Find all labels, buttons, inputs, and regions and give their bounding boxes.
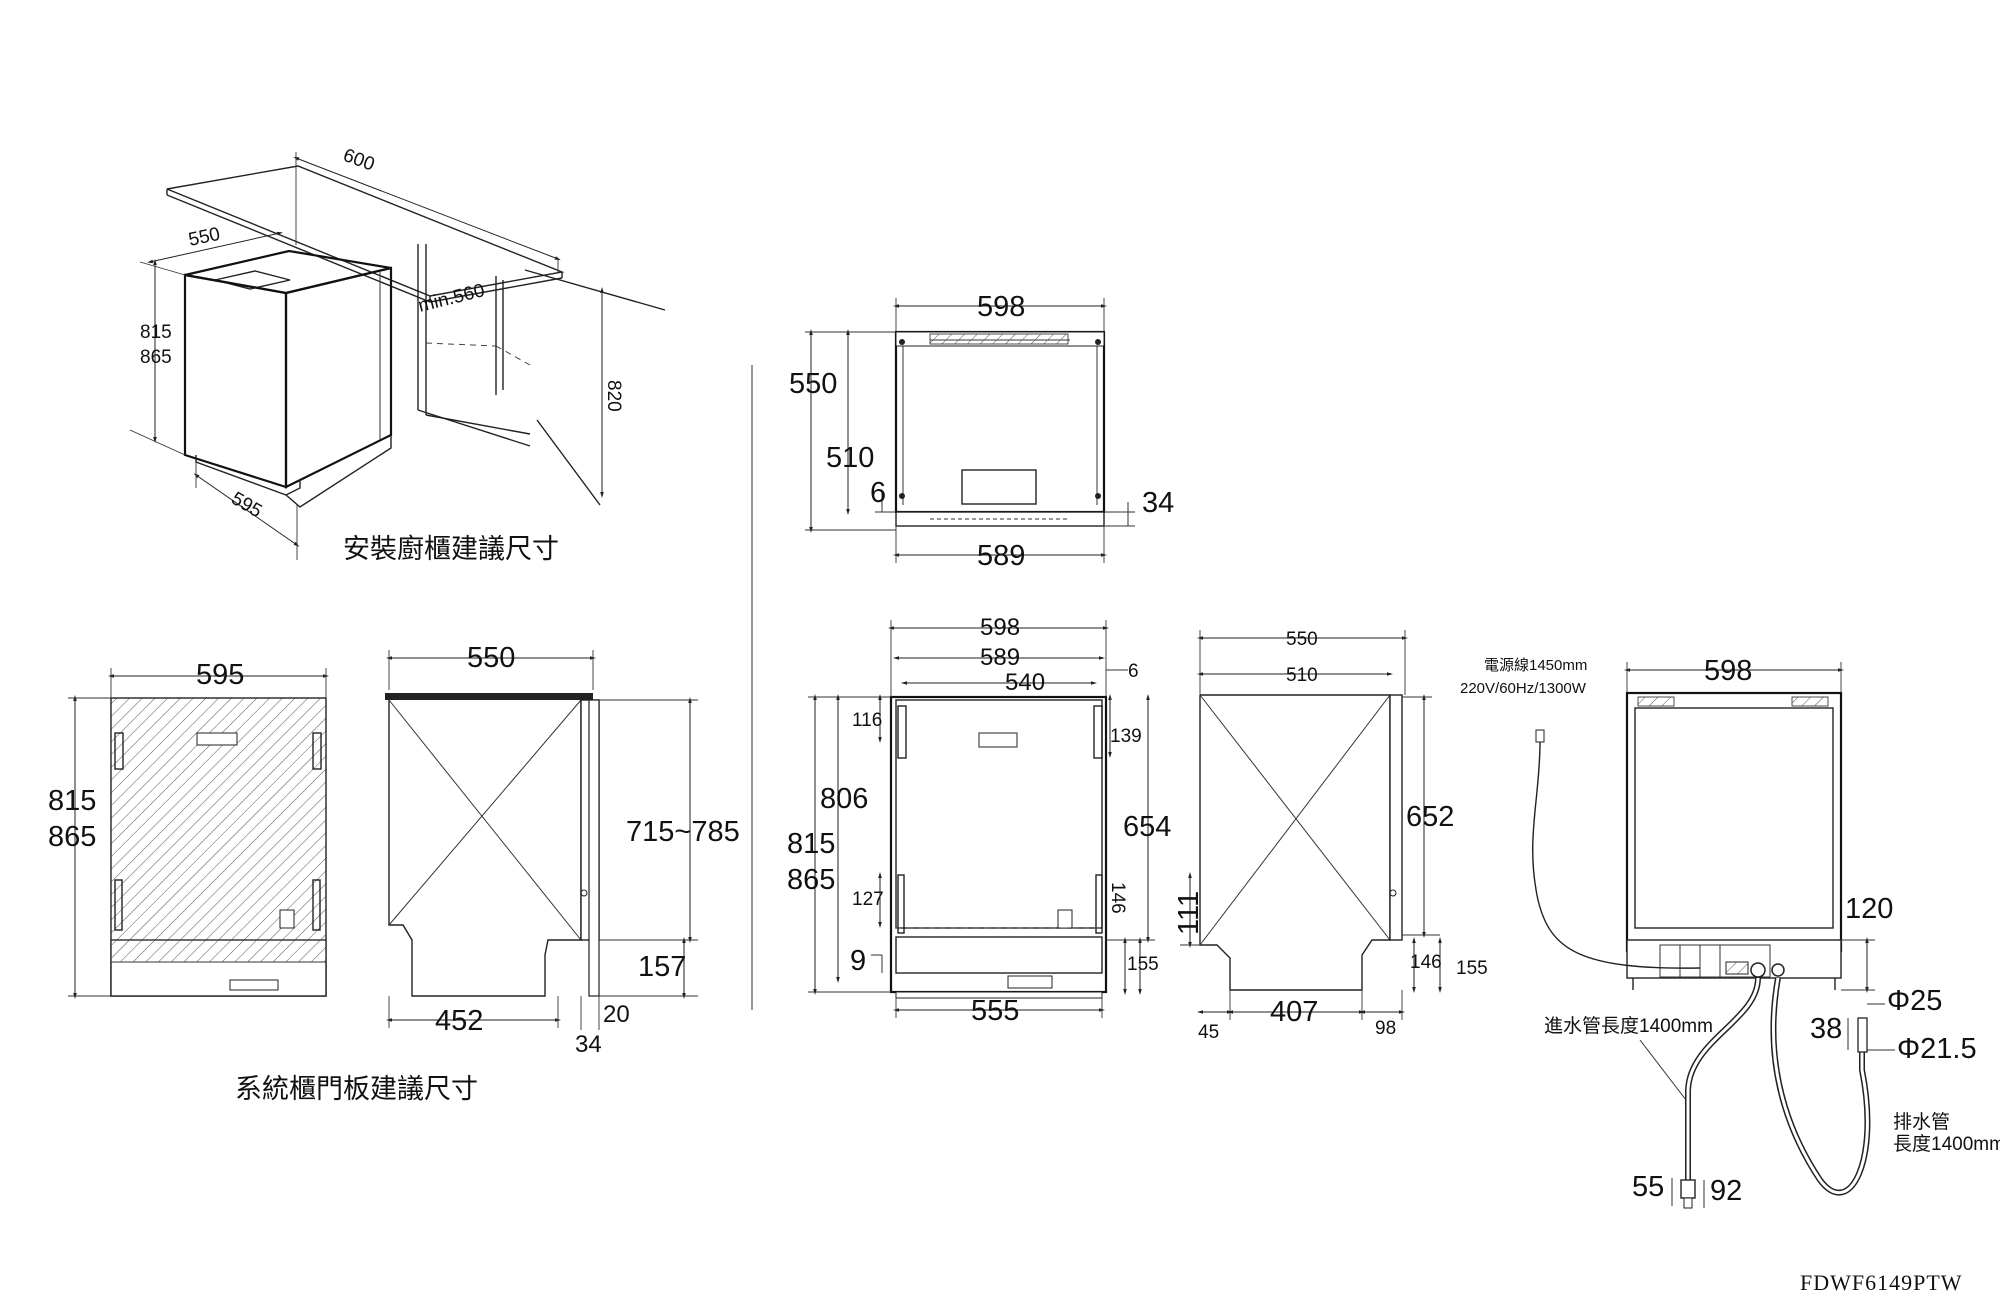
side-height-715-785: 715~785 [626, 816, 740, 848]
power-spec-label: 220V/60Hz/1300W [1460, 680, 1587, 697]
front-dim-127: 127 [852, 889, 884, 910]
dim-line-595 [193, 473, 300, 547]
dim-line-550 [147, 231, 283, 264]
side-view-body [1199, 694, 1391, 991]
drain-hose-label-1: 排水管 [1893, 1111, 1950, 1133]
inlet-hose-label: 進水管長度1400mm [1544, 1015, 1713, 1037]
back-width-598: 598 [1704, 655, 1752, 687]
front-dim-139: 139 [1110, 726, 1142, 747]
panel-front-view: 595 815 865 [48, 659, 329, 999]
dishwasher-top-face [184, 249, 392, 295]
model-number: FDWF6149PTW [1800, 1270, 1963, 1295]
isometric-cabinet-view: 600 550 815 865 min.560 820 595 安裝廚櫃建議尺寸 [129, 145, 666, 564]
front-width-555: 555 [971, 995, 1019, 1027]
drain-phi21-5: Φ21.5 [1897, 1033, 1977, 1065]
front-height-865: 865 [787, 864, 835, 896]
drain-dim-38: 38 [1810, 1013, 1842, 1045]
side-dim-146: 146 [1410, 952, 1442, 973]
panel-width-595: 595 [196, 659, 244, 691]
dim-865-label: 865 [140, 347, 172, 368]
back-height-120: 120 [1845, 893, 1893, 925]
side-dim-45: 45 [1198, 1022, 1219, 1043]
side-width-550: 550 [467, 642, 515, 674]
drain-hose [1770, 977, 1871, 1196]
side-view: 550 510 652 111 146 155 45 407 98 [1173, 629, 1488, 1043]
panel-caption: 系統櫃門板建議尺寸 [235, 1074, 478, 1104]
dim-min560-label: min.560 [416, 280, 487, 317]
countertop-outline [166, 165, 565, 297]
dim-600-label: 600 [340, 145, 377, 176]
side-depth-550: 550 [1286, 629, 1318, 650]
top-depth-550: 550 [789, 368, 837, 400]
side-gap-20: 20 [603, 1001, 630, 1028]
power-cord-label: 電源線1450mm [1484, 657, 1587, 674]
dishwasher-front-face [183, 273, 288, 489]
side-depth-407: 407 [1270, 996, 1318, 1028]
back-view: 598 120 電源線1450mm 220V/60Hz/1300W 進水管長度1… [1460, 655, 2000, 1209]
front-gap-6: 6 [1128, 661, 1139, 682]
side-height-652: 652 [1406, 801, 1454, 833]
dim-820-label: 820 [603, 380, 624, 412]
drain-phi25: Φ25 [1887, 985, 1942, 1017]
panel-top-strip [385, 693, 593, 700]
front-height-815: 815 [787, 828, 835, 860]
side-height-111: 111 [1173, 891, 1205, 935]
drain-hose-label-2: 長度1400mm [1893, 1133, 2000, 1155]
top-width-589: 589 [977, 540, 1025, 572]
panel-height-815: 815 [48, 785, 96, 817]
panel-height-865: 865 [48, 821, 96, 853]
front-dim-9: 9 [850, 945, 866, 977]
top-width-598: 598 [977, 291, 1025, 323]
power-cord [1532, 741, 1701, 969]
dim-line-600 [293, 156, 561, 261]
top-gap-6: 6 [870, 477, 886, 509]
front-dim-155: 155 [1127, 954, 1159, 975]
iso-caption: 安裝廚櫃建議尺寸 [343, 534, 559, 564]
dim-815-label: 815 [140, 322, 172, 343]
side-gap-34: 34 [575, 1031, 602, 1058]
side-dim-155: 155 [1456, 958, 1488, 979]
side-depth-510: 510 [1286, 665, 1318, 686]
front-width-598: 598 [980, 614, 1020, 641]
side-depth-452: 452 [435, 1005, 483, 1037]
dishwasher-top-panel [214, 270, 291, 290]
dim-595-label: 595 [228, 488, 266, 522]
front-height-806: 806 [820, 783, 868, 815]
top-view: 598 550 510 6 34 589 [789, 291, 1174, 572]
front-width-540: 540 [1005, 669, 1045, 696]
inlet-dim-55: 55 [1632, 1171, 1664, 1203]
top-panel-34: 34 [1142, 487, 1174, 519]
side-dim-98: 98 [1375, 1018, 1396, 1039]
panel-side-view: 550 715~785 157 452 20 34 系統櫃門板建議尺寸 [235, 642, 740, 1104]
front-view: 598 589 540 6 815 865 806 116 139 654 12… [787, 614, 1171, 1027]
front-dim-116: 116 [852, 710, 882, 731]
top-depth-510: 510 [826, 442, 874, 474]
front-dim-146: 146 [1107, 882, 1128, 914]
side-height-157: 157 [638, 951, 686, 983]
dishwasher-side-face [284, 266, 393, 489]
back-view-body [1625, 691, 1843, 953]
front-height-654: 654 [1123, 811, 1171, 843]
top-view-body [894, 330, 1106, 514]
inlet-dim-92: 92 [1710, 1175, 1742, 1207]
front-width-589: 589 [980, 644, 1020, 671]
